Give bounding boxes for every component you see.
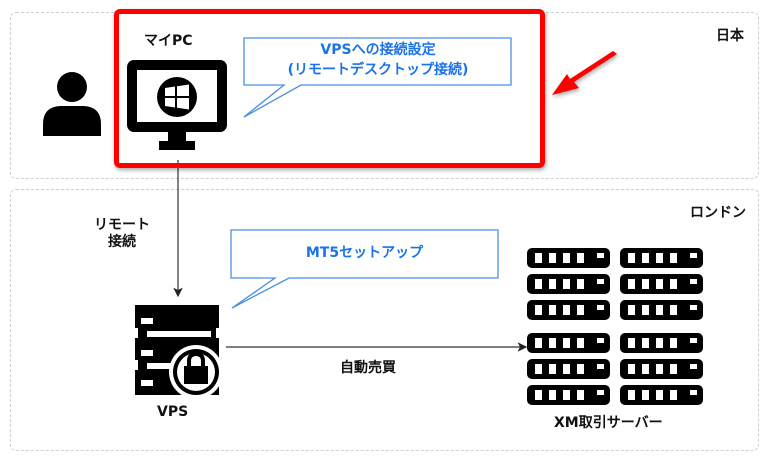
person-icon — [43, 72, 101, 136]
remote-connection-line2: 接続 — [108, 234, 136, 250]
vps-server-lock-icon — [130, 305, 224, 399]
server-unit-icon — [620, 274, 703, 294]
red-pointer-arrow — [552, 51, 617, 95]
callout-mt5-setup: MT5セットアップ — [305, 245, 424, 261]
auto-trading-label: 自動売買 — [340, 360, 396, 376]
server-unit-icon — [527, 385, 610, 405]
callout-mt5-setup-shape — [230, 229, 499, 309]
highlight-box — [114, 9, 545, 168]
server-unit-icon — [620, 248, 703, 268]
callout-vps-connection-shape — [243, 37, 512, 118]
callout-vps-connection-line1: VPSへの接続設定 — [320, 42, 436, 58]
region-japan-label: 日本 — [716, 28, 744, 44]
region-london-label: ロンドン — [690, 205, 746, 221]
server-unit-icon — [620, 333, 703, 353]
xm-server-grid — [527, 248, 703, 405]
my-pc-label: マイPC — [144, 33, 193, 49]
callout-vps-connection: VPSへの接続設定 (リモートデスクトップ接続) — [244, 40, 512, 80]
xm-server-label: XM取引サーバー — [554, 415, 663, 431]
callout-vps-connection-line2: (リモートデスクトップ接続) — [287, 62, 469, 78]
server-unit-icon — [527, 333, 610, 353]
server-unit-icon — [620, 359, 703, 379]
vps-label: VPS — [157, 404, 189, 420]
server-unit-icon — [527, 359, 610, 379]
server-unit-icon — [620, 300, 703, 320]
remote-connection-line1: リモート — [94, 217, 150, 233]
server-unit-icon — [527, 300, 610, 320]
remote-connection-label: リモート 接続 — [94, 217, 150, 251]
region-london: ロンドン — [10, 189, 759, 451]
server-unit-icon — [527, 248, 610, 268]
server-unit-icon — [620, 385, 703, 405]
server-unit-icon — [527, 274, 610, 294]
windows-pc-icon — [127, 60, 227, 150]
